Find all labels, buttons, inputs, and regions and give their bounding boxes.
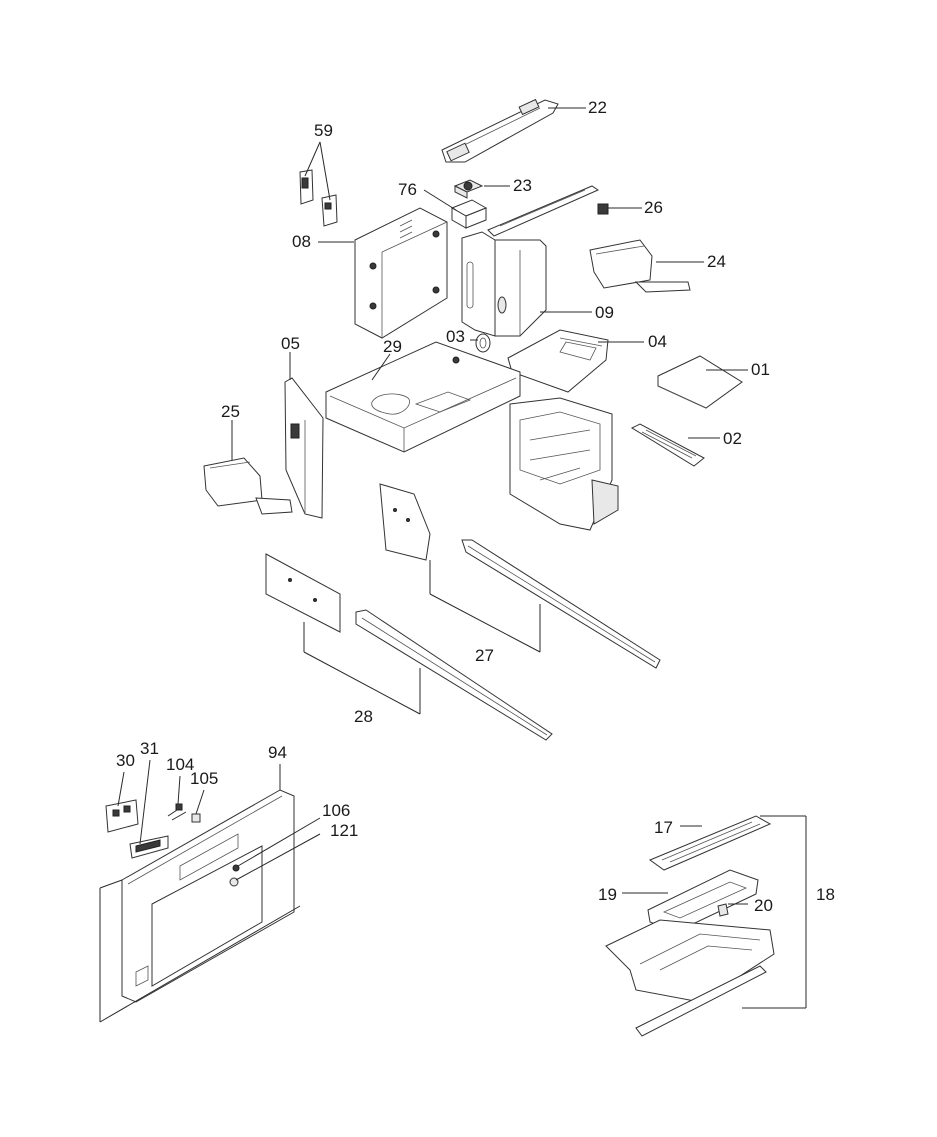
fan-housing-part <box>450 199 488 229</box>
callout-labels: 22 59 76 23 26 08 24 09 03 04 05 29 01 2… <box>116 98 835 915</box>
label-23: 23 <box>513 176 532 195</box>
side-panel-right-part <box>461 231 547 337</box>
base-tray-part <box>325 341 521 453</box>
label-04: 04 <box>648 332 667 351</box>
top-cover-part <box>507 329 609 393</box>
display-module-part <box>129 835 169 859</box>
circuit-board-part <box>105 799 139 833</box>
clip-part <box>597 203 609 215</box>
label-03: 03 <box>446 327 465 346</box>
handle-rail-part <box>441 98 559 163</box>
water-tank-part <box>589 239 691 293</box>
drip-tray-base-part <box>605 919 775 1037</box>
button-part <box>232 864 240 872</box>
label-18: 18 <box>816 885 835 904</box>
label-24: 24 <box>707 252 726 271</box>
label-30: 30 <box>116 751 135 770</box>
lid-part <box>657 355 743 409</box>
cable-part <box>167 803 187 821</box>
front-frame-part <box>121 789 295 1003</box>
label-19: 19 <box>598 885 617 904</box>
label-106: 106 <box>322 801 350 820</box>
label-05: 05 <box>281 334 300 353</box>
label-26: 26 <box>644 198 663 217</box>
drip-frame-part <box>647 869 759 933</box>
label-76: 76 <box>398 180 417 199</box>
label-09: 09 <box>595 303 614 322</box>
label-28: 28 <box>354 707 373 726</box>
label-105: 105 <box>190 769 218 788</box>
label-94: 94 <box>268 743 287 762</box>
brew-unit-frame-part <box>509 397 619 531</box>
label-02: 02 <box>723 429 742 448</box>
switch-part <box>191 813 201 823</box>
drawer-tray-part <box>203 457 293 515</box>
leader-lines <box>99 107 807 1023</box>
label-25: 25 <box>221 402 240 421</box>
label-22: 22 <box>588 98 607 117</box>
grille-part <box>630 423 705 467</box>
slide-rail-set-27-part <box>379 483 661 669</box>
label-29: 29 <box>383 337 402 356</box>
gasket-ring-part <box>475 333 491 353</box>
cable-channel-part <box>487 185 600 237</box>
slide-rail-set-28-part <box>265 553 553 741</box>
label-31: 31 <box>140 739 159 758</box>
label-08: 08 <box>292 232 311 251</box>
label-59: 59 <box>314 121 333 140</box>
back-plate-part <box>284 377 324 519</box>
label-20: 20 <box>754 896 773 915</box>
hinge-bracket-part <box>299 169 338 227</box>
drip-grid-part <box>648 815 772 871</box>
fan-part <box>453 179 484 199</box>
label-27: 27 <box>475 646 494 665</box>
label-121: 121 <box>330 821 358 840</box>
label-01: 01 <box>751 360 770 379</box>
float-part <box>717 903 729 917</box>
label-104: 104 <box>166 755 194 774</box>
side-panel-left-part <box>354 207 448 339</box>
label-17: 17 <box>654 818 673 837</box>
